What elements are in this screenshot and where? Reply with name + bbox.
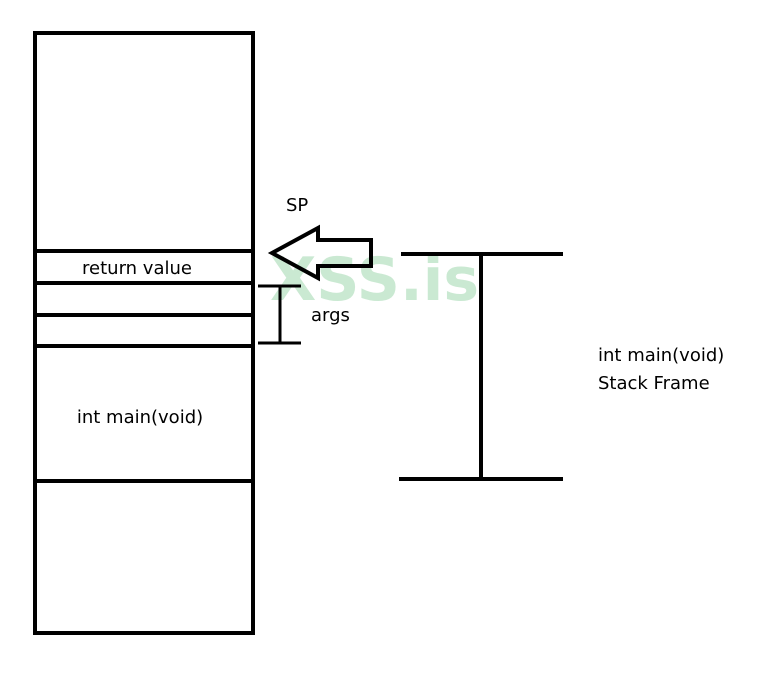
- frame-label-line1: int main(void): [598, 345, 724, 366]
- frame-bracket: [399, 252, 563, 481]
- main-frame-label: int main(void): [77, 407, 203, 428]
- stack-column: [33, 31, 255, 635]
- args-bracket: [258, 284, 301, 345]
- watermark-logo: XSS.is: [270, 245, 479, 315]
- stack-outline: [33, 31, 255, 635]
- frame-label-line2: Stack Frame: [598, 373, 710, 394]
- return-value-label: return value: [82, 258, 192, 279]
- sp-label: SP: [286, 195, 308, 216]
- args-label: args: [311, 305, 350, 326]
- sp-arrow-icon: [267, 224, 373, 282]
